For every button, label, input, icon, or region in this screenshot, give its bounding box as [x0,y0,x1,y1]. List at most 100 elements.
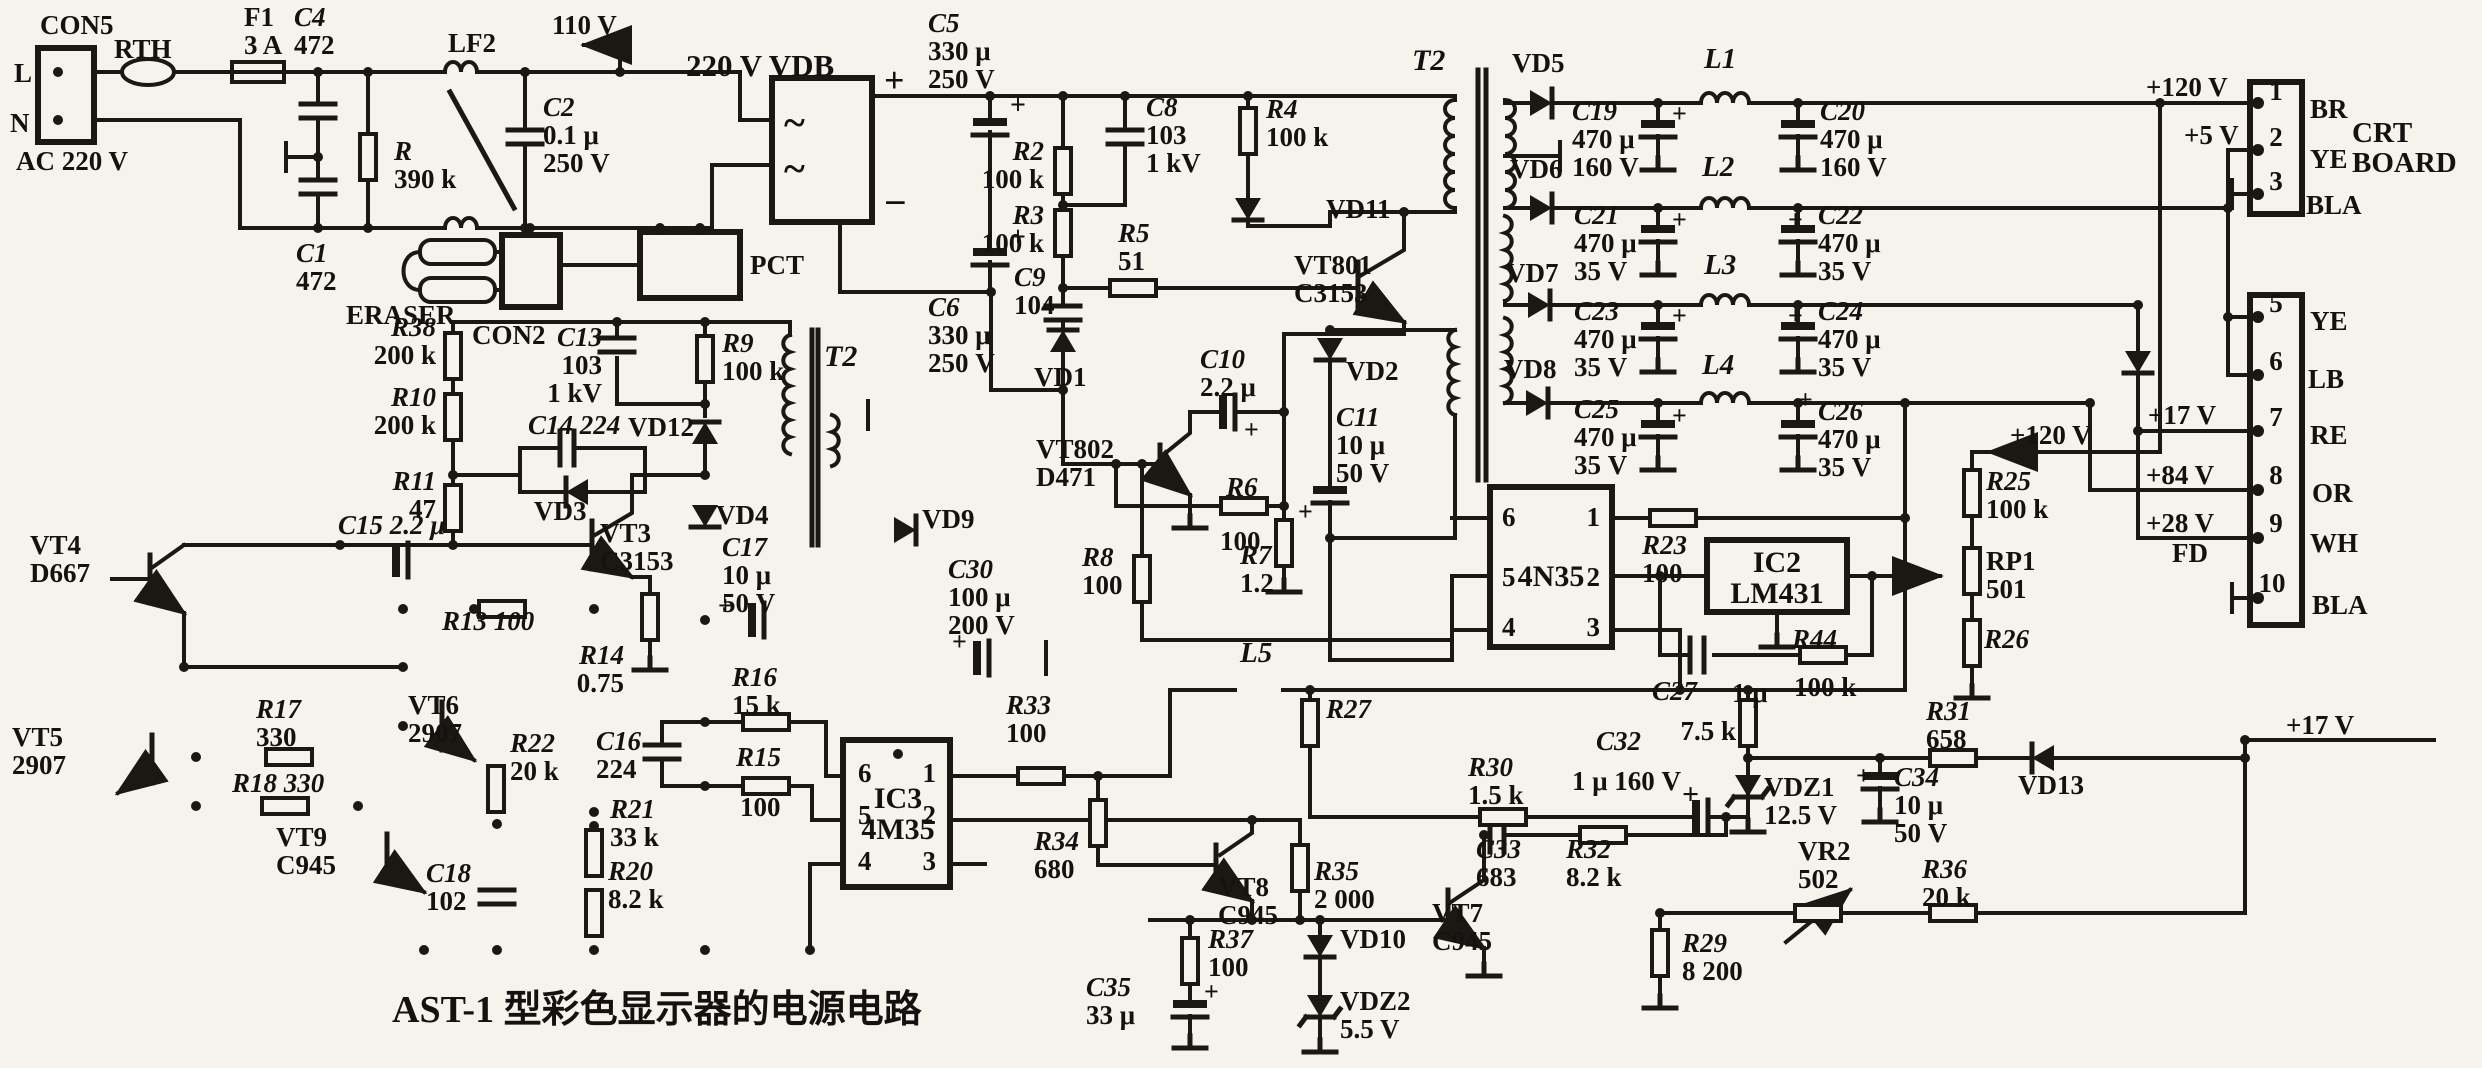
label-con-bla: BLA [2312,590,2368,620]
transformer-t2-main-core [1475,67,1489,483]
cap-c8 [1108,130,1142,144]
label-con2: CON2 [472,320,546,350]
label-con-ye: YE [2310,306,2348,336]
label-ic3-pin2: 2 [923,800,937,830]
connector-secondary [2247,292,2305,628]
res-r29 [1650,928,1670,978]
diode-17v-rail [2124,351,2152,373]
label-ac-sym2: ~ [784,146,805,191]
label-ic3-pin5: 5 [858,800,872,830]
ground [1864,810,1896,822]
ground [1732,820,1764,832]
label-fd: FD [2172,538,2208,568]
res-r18 [260,796,310,816]
cap-c2 [508,130,542,144]
cap-c15 [392,543,408,577]
label-crt-br: BR [2310,94,2348,124]
label-con-re: RE [2310,420,2348,450]
res-r10 [443,392,463,442]
label-r13: R13 100 [441,606,535,636]
label-c17-plus: + [718,591,733,620]
thermistor-rth-symbol [120,57,176,87]
label-con-or: OR [2312,478,2353,508]
label-con-lb: LB [2308,364,2344,394]
diode-vd4 [691,505,719,527]
connector-con2-box [499,232,563,310]
label-p5v: +5 V [2184,120,2239,150]
wires-primary [870,67,2252,662]
res-r11 [443,483,463,533]
diode-vd9 [894,516,916,544]
label-c24-plus: + [1788,301,1803,330]
label-c21-plus: + [1672,205,1687,234]
label-p84: +84 V [2146,460,2215,490]
label-l4: L4 [1701,349,1734,381]
connector-crt-board [2247,79,2305,217]
label-crt-num1: 1 [2269,76,2283,106]
label-vd9: VD9 [922,504,975,534]
label-con-num5: 5 [2269,288,2283,318]
res-r8 [1132,554,1152,604]
res-r27 [1300,698,1320,748]
label-l5: L5 [1239,637,1272,669]
label-t2-drive: T2 [824,340,857,373]
res-r3 [1053,208,1073,258]
label-c30-plus: + [952,627,967,656]
cap-c13 [600,338,634,352]
label-ic3-pin6: 6 [858,758,872,788]
label-vd11: VD11 [1326,194,1391,224]
label-c32-val: 1 μ 160 V [1572,766,1682,796]
label-ic3-pin3: 3 [923,846,937,876]
label-v110: 110 V [552,10,617,40]
ground [1304,1040,1336,1052]
label-c5-plus: + [1010,90,1026,121]
label-opto-pin5: 5 [1502,562,1516,592]
label-t2-main: T2 [1412,44,1445,77]
res-r9 [695,334,715,384]
label-vd1: VD1 [1034,362,1087,392]
label-opto-4n35: 4N35 [1518,560,1585,593]
label-r44: R44 [1791,624,1837,654]
label-p17-pin7: +17 V [2148,400,2217,430]
label-r15: R15 [735,742,781,772]
res-r26 [1962,618,1982,668]
label-c32: C32 [1596,726,1641,756]
ground [1644,996,1676,1008]
label-pin-l: L [14,58,32,88]
res-r23 [1648,508,1698,528]
label-vd6: VD6 [1510,154,1563,184]
label-l3: L3 [1703,249,1736,281]
